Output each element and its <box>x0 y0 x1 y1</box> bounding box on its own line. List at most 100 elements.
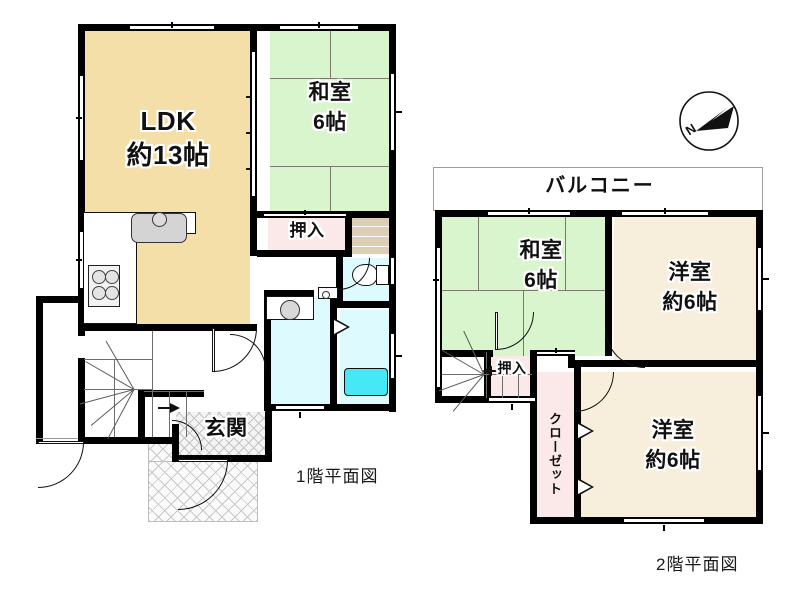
label-washitsu-1f-area: 6帖 <box>313 111 347 134</box>
window <box>433 248 442 312</box>
interior-wall <box>568 350 575 368</box>
interior-wall <box>264 290 271 410</box>
sliding-door-fusuma <box>250 52 257 196</box>
fusuma-mark <box>246 96 251 98</box>
exterior-wall <box>78 24 85 330</box>
label-balcony: バルコニー <box>545 175 655 197</box>
interior-wall <box>441 350 493 357</box>
interior-wall <box>250 196 257 256</box>
label-yoshitsu-ne-name: 洋室 <box>668 261 712 284</box>
tansu-shelf-1f <box>352 216 390 254</box>
interior-wall <box>605 210 612 356</box>
entrance-door-leaf <box>178 459 228 462</box>
interior-wall <box>336 301 396 308</box>
floor1-plan: LDK 約13帖 和室 6帖 押入 玄関 1階平面図 <box>0 0 420 540</box>
shelf-line <box>352 236 390 237</box>
window <box>130 22 214 31</box>
exterior-wall <box>36 296 84 303</box>
window <box>280 22 358 31</box>
exterior-wall <box>756 210 763 524</box>
interior-wall <box>265 410 272 462</box>
label-ldk-area: 約13帖 <box>126 140 210 170</box>
interior-wall <box>172 455 272 462</box>
bathtub <box>344 368 388 396</box>
interior-wall <box>530 366 537 524</box>
shelf-line <box>352 226 390 227</box>
floor1-title: 1階平面図 <box>296 467 379 486</box>
exterior-wall <box>435 210 763 217</box>
closet-sliding-arrow-inner <box>578 480 591 494</box>
exterior-wall <box>78 24 396 31</box>
closet-sliding-arrow-inner <box>578 424 591 438</box>
label-washitsu-1f-name: 和室 <box>308 81 352 104</box>
washing-machine-pan <box>318 287 338 299</box>
label-ldk-name: LDK <box>140 106 196 136</box>
interior-wall <box>330 296 337 404</box>
oshiire-sliding-door <box>264 210 346 218</box>
window <box>756 248 769 310</box>
window <box>622 208 708 217</box>
door-leaf <box>38 441 84 444</box>
gas-stove <box>88 265 120 307</box>
staircase-2f <box>438 330 532 412</box>
interior-wall <box>345 211 352 257</box>
window <box>435 345 442 387</box>
north-arrow-icon <box>678 90 740 152</box>
stairs-direction-arrow-icon <box>170 403 180 413</box>
tatami-line <box>565 216 566 290</box>
interior-wall <box>138 390 204 397</box>
door-leaf <box>495 312 498 350</box>
sliding-door <box>537 348 575 356</box>
window <box>624 517 704 531</box>
door-leaf <box>212 328 215 372</box>
interior-wall <box>84 324 257 331</box>
room-oshiire-1f <box>268 216 346 254</box>
interior-wall <box>257 250 352 257</box>
window <box>435 300 442 350</box>
interior-wall <box>138 390 145 444</box>
fusuma-mark <box>246 132 251 134</box>
floor2-title: 2階平面図 <box>656 555 739 574</box>
window <box>756 396 769 470</box>
washbasin-bowl <box>280 300 300 320</box>
tatami-line <box>330 30 331 78</box>
label-washitsu-2f-name: 和室 <box>519 239 563 262</box>
stairs-direction-arrow-icon <box>482 366 492 376</box>
window <box>276 404 324 418</box>
interior-wall <box>264 404 396 411</box>
window <box>76 76 85 160</box>
label-oshiire-2f: 押入 <box>497 360 527 376</box>
interior-wall <box>78 296 85 336</box>
exterior-wall <box>36 296 43 444</box>
interior-wall <box>78 437 178 444</box>
tatami-line <box>270 78 390 79</box>
window <box>389 74 402 150</box>
label-washitsu-2f-area: 6帖 <box>524 269 558 292</box>
interior-wall <box>574 366 581 524</box>
label-closet-2f: クローゼット <box>547 412 562 496</box>
interior-wall <box>264 290 314 297</box>
window <box>488 208 570 217</box>
room-closet-2f <box>534 372 580 524</box>
tatami-line <box>478 216 479 290</box>
room-oshiire-2f <box>489 356 535 402</box>
label-yoshitsu-se-name: 洋室 <box>651 419 695 442</box>
window <box>389 334 402 378</box>
staircase-1f <box>79 331 204 440</box>
tatami-line <box>330 166 331 214</box>
interior-wall <box>568 360 763 367</box>
interior-wall <box>250 24 257 52</box>
fusuma-mark <box>246 168 251 170</box>
room-balcony <box>433 167 763 211</box>
room-yoshitsu-se <box>580 372 756 524</box>
label-genkan: 玄関 <box>204 417 248 440</box>
exterior-wall <box>435 396 537 403</box>
label-yoshitsu-ne-area: 約6帖 <box>662 291 718 314</box>
sill-line <box>36 438 84 439</box>
label-yoshitsu-se-area: 約6帖 <box>645 449 701 472</box>
window <box>389 258 396 284</box>
shelf-line <box>352 246 390 247</box>
label-oshiire-1f: 押入 <box>289 221 325 240</box>
